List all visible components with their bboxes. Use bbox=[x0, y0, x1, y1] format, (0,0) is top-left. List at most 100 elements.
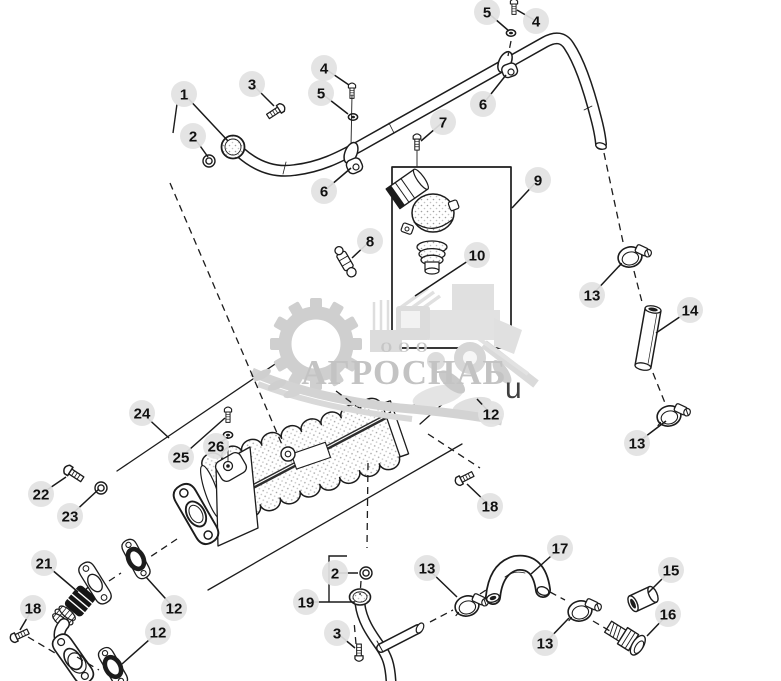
callout-number: 6 bbox=[479, 97, 487, 114]
callout-13: 13 bbox=[624, 420, 667, 456]
callout-number: 15 bbox=[663, 563, 680, 580]
callout-number: 3 bbox=[248, 77, 256, 94]
part-cap-15 bbox=[627, 585, 659, 613]
callout-number: 22 bbox=[33, 487, 50, 504]
part-egr-valve bbox=[385, 168, 460, 275]
callout-23: 23 bbox=[57, 488, 100, 529]
callout-circle bbox=[677, 297, 703, 323]
part-o-ring-2b bbox=[359, 566, 373, 580]
callout-circle bbox=[308, 80, 334, 106]
dash-line bbox=[652, 372, 666, 404]
callout-circle bbox=[180, 123, 206, 149]
part-clamp-13a bbox=[615, 243, 654, 271]
callout-number: 7 bbox=[439, 115, 447, 132]
part-elbow-hose-17 bbox=[485, 554, 551, 605]
callout-4: 4 bbox=[311, 55, 350, 86]
part-fitting-16 bbox=[604, 620, 646, 656]
callout-circle bbox=[655, 601, 681, 627]
callout-brackets bbox=[172, 103, 347, 602]
callout-4: 4 bbox=[516, 8, 549, 34]
callout-number: 17 bbox=[552, 541, 569, 558]
assembly-dash-lines bbox=[27, 40, 666, 671]
callout-number: 13 bbox=[584, 288, 601, 305]
part-bolt-22 bbox=[61, 462, 86, 485]
callout-circle bbox=[161, 595, 187, 621]
callout-number: 18 bbox=[25, 601, 42, 618]
part-bolt-4b bbox=[509, 0, 519, 15]
callout-circle bbox=[478, 401, 504, 427]
dash-line bbox=[335, 390, 357, 407]
axis-line bbox=[350, 94, 353, 147]
callout-bracket-line bbox=[328, 555, 347, 602]
callout-circle bbox=[523, 8, 549, 34]
callout-21: 21 bbox=[31, 550, 79, 593]
watermark: ООО АГРОСНАБ u bbox=[250, 284, 539, 426]
callout-16: 16 bbox=[646, 601, 681, 637]
callout-circle bbox=[171, 81, 197, 107]
callout-circle bbox=[357, 228, 383, 254]
callout-13: 13 bbox=[532, 617, 570, 656]
callout-circle bbox=[414, 555, 440, 581]
dash-line bbox=[427, 433, 481, 469]
callout-number: 23 bbox=[62, 509, 79, 526]
callout-circle bbox=[57, 503, 83, 529]
part-bolt-25 bbox=[223, 406, 233, 423]
callout-10: 10 bbox=[414, 242, 490, 297]
part-main-tube bbox=[234, 32, 607, 177]
callout-number: 2 bbox=[189, 129, 197, 146]
part-gasket-12a bbox=[120, 537, 153, 581]
callout-19: 19 bbox=[293, 589, 355, 615]
part-hose-14 bbox=[634, 305, 662, 371]
callout-number: 21 bbox=[36, 556, 53, 573]
callout-number: 4 bbox=[532, 14, 541, 31]
watermark-company-name: АГРОСНАБ bbox=[301, 353, 506, 392]
dash-line bbox=[76, 656, 100, 671]
callout-12: 12 bbox=[476, 398, 504, 427]
part-clamp-6b bbox=[497, 50, 519, 79]
callout-18: 18 bbox=[466, 483, 503, 519]
callout-25: 25 bbox=[168, 417, 226, 470]
dash-line bbox=[633, 270, 643, 303]
part-washer-23 bbox=[94, 481, 108, 495]
part-gasket-12b bbox=[96, 645, 130, 681]
callout-circle bbox=[28, 481, 54, 507]
callout-number: 16 bbox=[660, 607, 677, 624]
callout-circle bbox=[145, 619, 171, 645]
part-bellows-tube-21 bbox=[48, 558, 115, 681]
combine-harvester-watermark-icon bbox=[370, 284, 539, 416]
callout-3: 3 bbox=[239, 71, 275, 107]
callout-9: 9 bbox=[511, 167, 551, 209]
callout-8: 8 bbox=[351, 228, 383, 259]
callout-circle bbox=[324, 620, 350, 646]
callout-number: 13 bbox=[419, 561, 436, 578]
callout-number: 3 bbox=[333, 626, 341, 643]
watermark-org-type: ООО bbox=[380, 340, 433, 356]
dash-line bbox=[549, 591, 566, 601]
callout-circle bbox=[470, 91, 496, 117]
callout-number: 24 bbox=[134, 406, 151, 423]
dash-line bbox=[366, 462, 369, 549]
part-clamp-6a bbox=[343, 141, 364, 175]
part-bolt-3b bbox=[354, 643, 364, 662]
callout-number: 5 bbox=[483, 5, 491, 22]
callout-2: 2 bbox=[180, 123, 209, 158]
callout-15: 15 bbox=[647, 557, 684, 594]
callout-circle bbox=[168, 444, 194, 470]
gear-watermark-icon bbox=[270, 298, 362, 390]
callout-bracket-line bbox=[172, 103, 178, 134]
callout-5: 5 bbox=[474, 0, 510, 32]
callout-circle bbox=[322, 560, 348, 586]
callout-circle bbox=[203, 433, 229, 459]
dash-line bbox=[353, 620, 357, 645]
callout-number: 13 bbox=[629, 436, 646, 453]
callout-circle bbox=[477, 493, 503, 519]
part-grommet-plug bbox=[220, 134, 246, 160]
part-clamp-13c bbox=[452, 592, 491, 620]
part-bolt-3 bbox=[264, 101, 288, 121]
dash-line bbox=[507, 40, 512, 57]
dash-line bbox=[27, 636, 56, 654]
callout-number: 12 bbox=[150, 625, 167, 642]
part-y-tube-19 bbox=[348, 588, 425, 681]
